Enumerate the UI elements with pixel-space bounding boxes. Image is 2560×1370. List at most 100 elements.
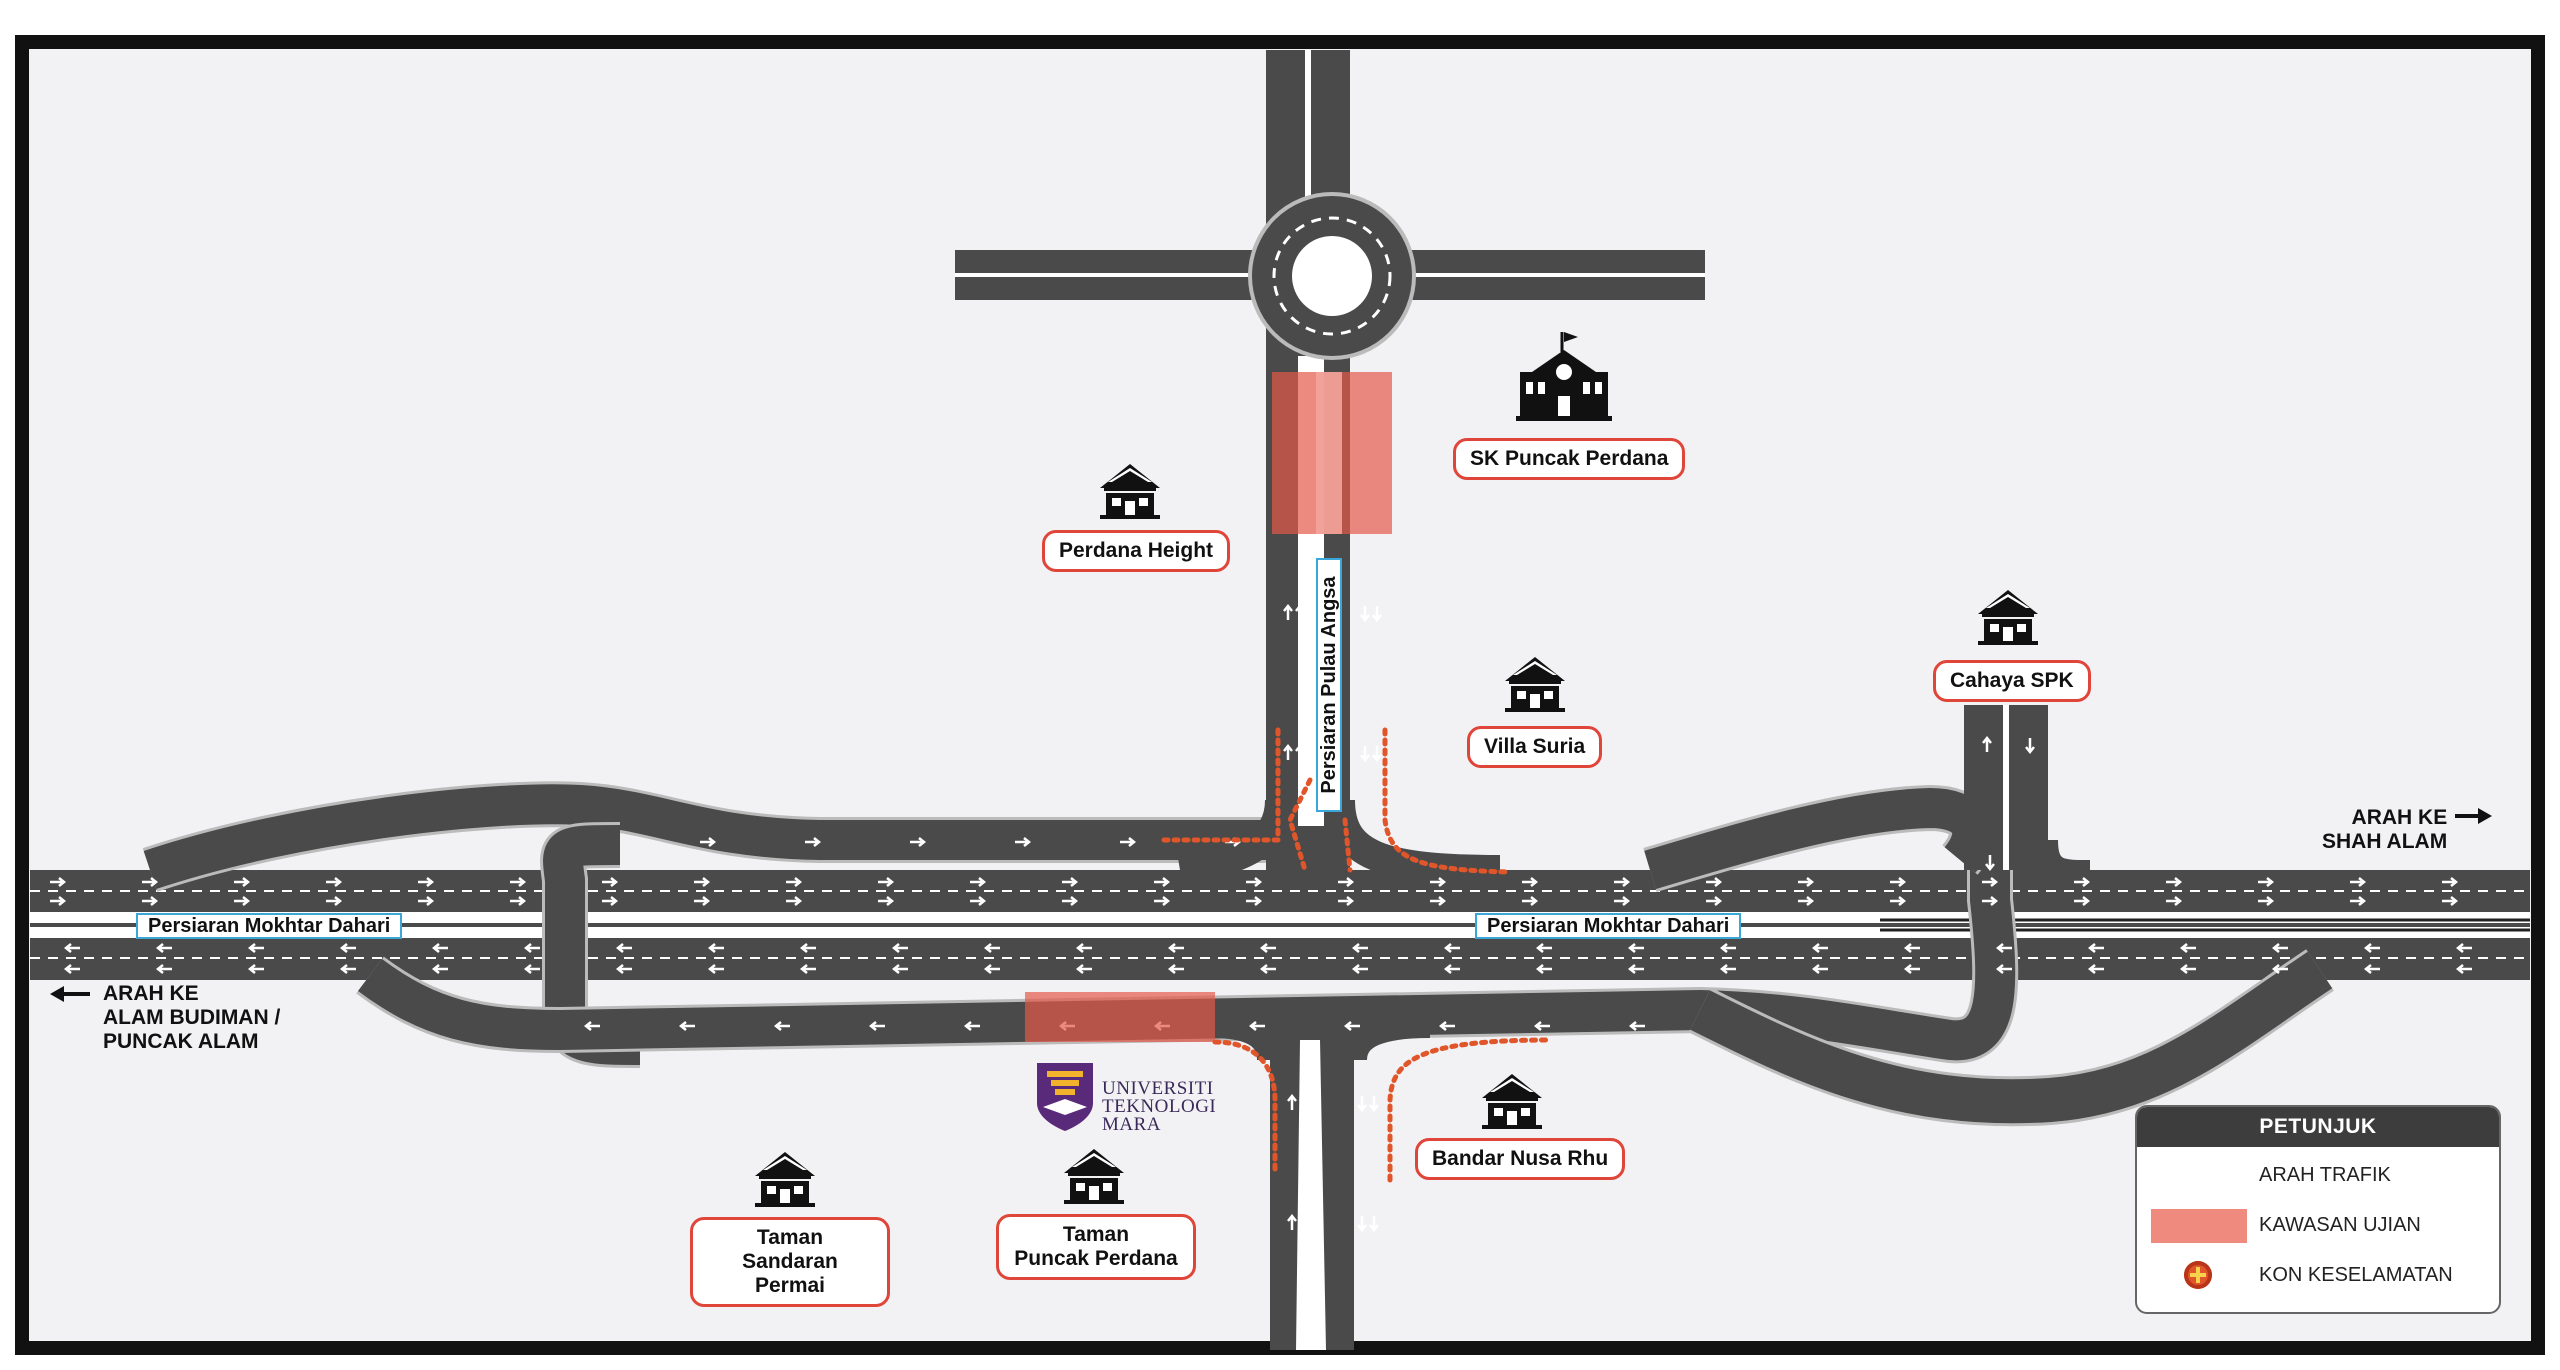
- traffic-arrow: [678, 1021, 695, 1031]
- traffic-arrow: [786, 877, 803, 887]
- traffic-arrow: [1299, 1093, 1309, 1110]
- traffic-arrow: [1338, 877, 1355, 887]
- traffic-arrow: [1062, 896, 1079, 906]
- traffic-arrows: [50, 603, 2472, 1233]
- legend-cone-label: KON KESELAMATAN: [2259, 1264, 2453, 1286]
- traffic-arrow: [1982, 896, 1999, 906]
- traffic-arrow: [326, 896, 343, 906]
- roads: [30, 50, 2530, 1350]
- traffic-arrow: [1522, 896, 1539, 906]
- traffic-arrow: [1351, 943, 1368, 953]
- traffic-arrow: [1246, 877, 1263, 887]
- legend-row-traffic: ARAH TRAFIK: [2137, 1151, 2497, 1201]
- legend-test-area-swatch: [2151, 1209, 2247, 1243]
- traffic-arrow: [1075, 943, 1092, 953]
- traffic-arrow: [2258, 877, 2275, 887]
- traffic-arrow: [431, 964, 448, 974]
- traffic-arrow: [2442, 877, 2459, 887]
- traffic-arrow: [1443, 943, 1460, 953]
- direction-alam-budiman: ARAH KE ALAM BUDIMAN / PUNCAK ALAM: [103, 982, 281, 1053]
- traffic-arrow: [63, 964, 80, 974]
- traffic-arrow: [1627, 943, 1644, 953]
- traffic-arrow: [1369, 1096, 1379, 1113]
- traffic-arrow: [910, 837, 927, 847]
- traffic-arrow: [1535, 943, 1552, 953]
- traffic-arrow: [247, 943, 264, 953]
- traffic-arrow: [1890, 877, 1907, 887]
- traffic-arrow: [1360, 606, 1370, 623]
- traffic-arrow: [1535, 964, 1552, 974]
- traffic-arrow: [1995, 943, 2012, 953]
- traffic-arrow: [1120, 837, 1137, 847]
- traffic-arrow: [1719, 943, 1736, 953]
- traffic-arrow: [2074, 896, 2091, 906]
- traffic-arrow: [1438, 1021, 1455, 1031]
- uitm-line1: UNIVERSITI: [1102, 1078, 1214, 1099]
- traffic-arrow: [694, 896, 711, 906]
- traffic-arrow: [2087, 964, 2104, 974]
- traffic-arrow: [615, 943, 632, 953]
- traffic-arrow: [142, 877, 159, 887]
- traffic-arrow: [1614, 877, 1631, 887]
- traffic-arrow: [2350, 877, 2367, 887]
- traffic-arrow: [602, 877, 619, 887]
- traffic-arrow: [1283, 603, 1293, 620]
- traffic-arrow: [1015, 837, 1032, 847]
- traffic-arrow: [1259, 964, 1276, 974]
- traffic-arrow: [2087, 943, 2104, 953]
- traffic-arrow: [247, 964, 264, 974]
- label-taman-sandaran-permai: Taman Sandaran Permai: [690, 1217, 890, 1307]
- traffic-arrow: [1533, 1021, 1550, 1031]
- traffic-arrow: [868, 1021, 885, 1031]
- traffic-arrow: [583, 1021, 600, 1031]
- safety-cones: [1157, 727, 1553, 1183]
- traffic-arrow: [1903, 943, 1920, 953]
- traffic-arrow: [805, 837, 822, 847]
- traffic-arrow: [2455, 964, 2472, 974]
- traffic-arrow: [1811, 943, 1828, 953]
- traffic-arrow: [1372, 606, 1382, 623]
- traffic-arrow: [615, 964, 632, 974]
- uitm-logo: [1037, 1063, 1093, 1131]
- traffic-arrow: [799, 943, 816, 953]
- traffic-arrow: [2074, 877, 2091, 887]
- traffic-arrow: [1167, 964, 1184, 974]
- traffic-arrow: [2179, 943, 2196, 953]
- traffic-arrow: [155, 943, 172, 953]
- traffic-arrow: [431, 943, 448, 953]
- road-name-mokhtar-dahari-east: Persiaran Mokhtar Dahari: [1475, 913, 1742, 939]
- label-sk-puncak-perdana: SK Puncak Perdana: [1453, 438, 1686, 480]
- traffic-arrow: [2271, 964, 2288, 974]
- traffic-arrow: [523, 943, 540, 953]
- traffic-arrow: [418, 896, 435, 906]
- legend-row-test-area: KAWASAN UJIAN: [2137, 1201, 2497, 1251]
- label-bandar-nusa-rhu: Bandar Nusa Rhu: [1415, 1138, 1626, 1180]
- traffic-arrow: [2166, 877, 2183, 887]
- traffic-arrow: [1295, 603, 1305, 620]
- traffic-arrow: [963, 1021, 980, 1031]
- traffic-arrow: [1343, 1021, 1360, 1031]
- traffic-arrow: [1798, 877, 1815, 887]
- traffic-arrow: [2442, 896, 2459, 906]
- traffic-arrow: [326, 877, 343, 887]
- traffic-arrow: [1287, 1093, 1297, 1110]
- traffic-arrow: [155, 964, 172, 974]
- direction-shah-alam: ARAH KE SHAH ALAM: [2322, 806, 2448, 853]
- traffic-arrow: [510, 896, 527, 906]
- legend-traffic-label: ARAH TRAFIK: [2259, 1164, 2391, 1186]
- traffic-arrow: [2179, 964, 2196, 974]
- traffic-arrow: [234, 877, 251, 887]
- traffic-arrow: [2350, 896, 2367, 906]
- traffic-arrow: [1372, 746, 1382, 763]
- traffic-arrow: [234, 896, 251, 906]
- traffic-arrow: [1985, 855, 1995, 872]
- traffic-arrow: [1798, 896, 1815, 906]
- traffic-arrow: [1430, 877, 1447, 887]
- traffic-arrow: [1338, 896, 1355, 906]
- traffic-arrow: [50, 896, 67, 906]
- traffic-arrow: [50, 877, 67, 887]
- road-name-mokhtar-dahari-west: Persiaran Mokhtar Dahari: [136, 913, 403, 939]
- traffic-arrow: [1369, 1216, 1379, 1233]
- test-area-south: [1025, 992, 1215, 1042]
- arrow-right-icon: [2455, 808, 2492, 824]
